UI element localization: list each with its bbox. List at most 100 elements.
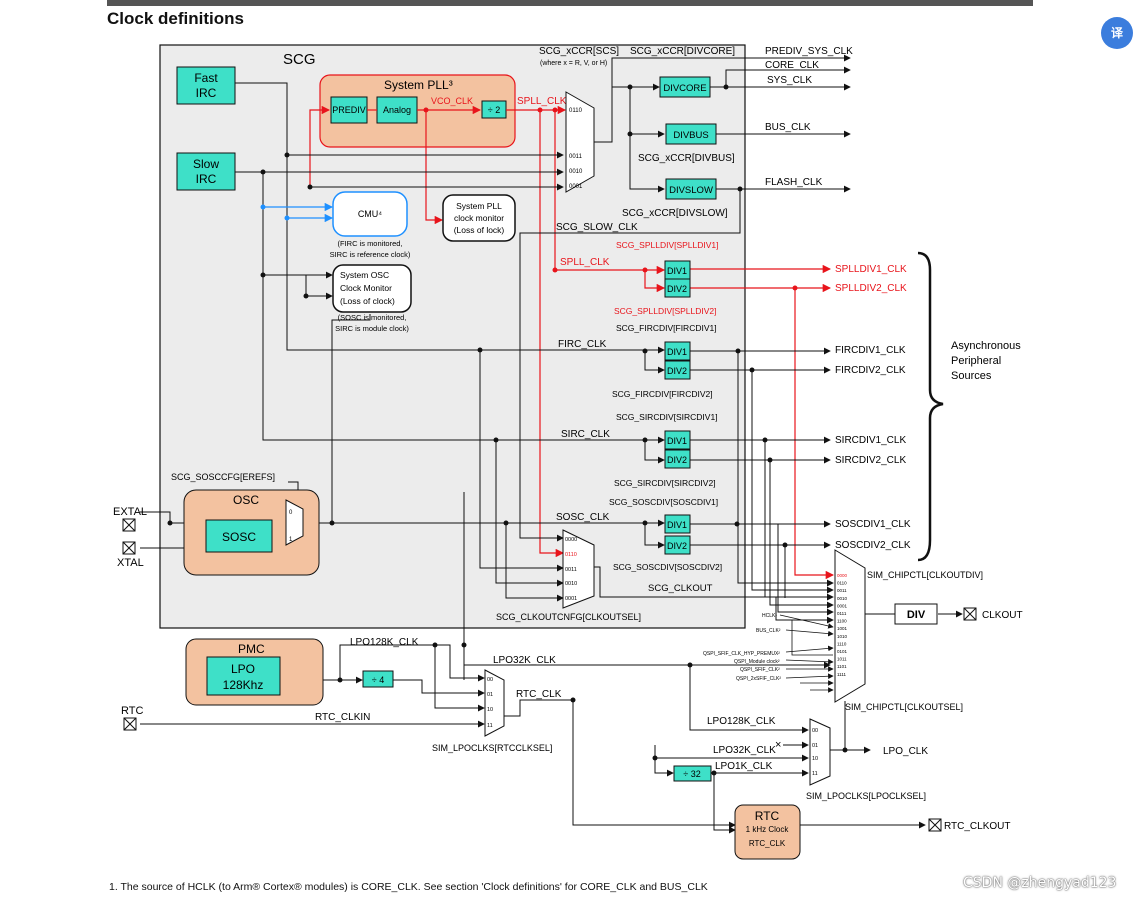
bus-clk-input-label: BUS_CLK² (756, 628, 781, 634)
qspi-input-2: QSPI_Module clock² (734, 659, 780, 665)
pll-monitor-line3: (Loss of lock) (454, 225, 505, 235)
divslow-register-label: SCG_xCCR[DIVSLOW] (622, 208, 728, 219)
osc-title: OSC (233, 493, 259, 507)
svg-text:10: 10 (487, 707, 493, 713)
clkoutsel-register: SIM_CHIPCTL[CLKOUTSEL] (845, 702, 963, 712)
chipctl-input-0001: 0001 (837, 603, 848, 608)
svg-text:0: 0 (289, 510, 293, 516)
divcore-register-label: SCG_xCCR[DIVCORE] (630, 46, 735, 57)
scs-mux-in-0110: 0110 (569, 108, 583, 114)
svg-text:0011: 0011 (565, 567, 577, 573)
rtc-block-line2: RTC_CLK (749, 839, 786, 848)
clkout-pin-label: CLKOUT (982, 610, 1023, 621)
prediv-sys-clk-label: PREDIV_SYS_CLK (765, 46, 853, 57)
divbus-box (665, 123, 717, 145)
scs-register-note: (where x = R, V, or H) (540, 60, 607, 67)
svg-text:0010: 0010 (565, 581, 577, 587)
lpo1k-label: LPO1K_CLK (715, 761, 773, 772)
sosc-clk-label: SOSC_CLK (556, 512, 610, 523)
fast-irc-box (176, 66, 236, 105)
watermark: CSDN @zhengyad123 (963, 875, 1117, 891)
rtc-clkin-label: RTC_CLKIN (315, 712, 370, 723)
analog-label: Analog (383, 105, 411, 115)
lpo-line1: LPO (231, 662, 255, 676)
scg-title: SCG (283, 51, 316, 68)
sosc-box (205, 519, 273, 553)
rtc-clk-label: RTC_CLK (516, 689, 562, 700)
divcore-box (659, 76, 711, 98)
chipctl-input-0000: 0000 (837, 573, 848, 578)
qspi-input-1: QSPI_SFIF_CLK_HYP_PREMUX² (703, 651, 780, 657)
sirc-div2-register: SCG_SIRCDIV[SIRCDIV2] (614, 478, 716, 488)
junction-spll-a (537, 107, 543, 113)
scs-mux (565, 91, 595, 193)
svg-text:1: 1 (289, 537, 293, 543)
pll-div2-label: ÷ 2 (488, 105, 500, 115)
vco-clk-label: VCO_CLK (431, 96, 473, 106)
scs-mux-in-0011: 0011 (569, 154, 583, 160)
svg-text:0000: 0000 (565, 537, 577, 543)
firc-clk-label: FIRC_CLK (558, 339, 607, 350)
firc-div1-register: SCG_FIRCDIV[FIRCDIV1] (616, 323, 717, 333)
firc-div1-box (664, 341, 691, 361)
rtc-block-line1: 1 kHz Clock (746, 825, 790, 834)
div32-box (673, 765, 712, 782)
slow-irc-box (176, 152, 236, 191)
clkout-div-label: DIV (907, 609, 926, 621)
sys-clk-label: SYS_CLK (767, 75, 812, 86)
svg-text:00: 00 (487, 677, 493, 683)
spll-div1-label: DIV1 (667, 266, 687, 276)
osc-monitor-line1: System OSC (340, 270, 389, 280)
cmu-note-2: SIRC is reference clock) (330, 250, 411, 259)
translate-icon[interactable]: 译 (1101, 17, 1133, 49)
sirc-div1-label: DIV1 (667, 436, 687, 446)
chipctl-input-1011: 1011 (837, 657, 847, 662)
osc-mux (285, 499, 304, 546)
junction-spll-b (552, 107, 558, 113)
firc-div2-label: DIV2 (667, 366, 687, 376)
core-clk-label: CORE_CLK (765, 60, 819, 71)
osc-monitor-note-2: SIRC is module clock) (335, 324, 409, 333)
sircdiv2-clk-label: SIRCDIV2_CLK (835, 455, 906, 466)
chipctl-input-0110: 0110 (837, 581, 847, 586)
cmu-box (332, 191, 408, 237)
clkoutdiv-register: SIM_CHIPCTL[CLKOUTDIV] (867, 570, 983, 580)
svg-text:00: 00 (812, 728, 818, 734)
osc-monitor-note-1: (SOSC is monitored, (338, 313, 407, 322)
lpo-box (206, 656, 281, 696)
scs-mux-in-0001: 0001 (569, 184, 583, 190)
divslow-box (665, 178, 717, 200)
firc-div1-label: DIV1 (667, 347, 687, 357)
lposel-register: SIM_LPOCLKS[LPOCLKSEL] (806, 791, 926, 801)
scg-clkout-label: SCG_CLKOUT (648, 583, 713, 594)
div4-label: ÷ 4 (372, 675, 384, 685)
page-top-bar (107, 0, 1033, 6)
bus-clk-label: BUS_CLK (765, 122, 811, 133)
chipctl-input-0101: 0101 (837, 649, 848, 654)
svg-text:01: 01 (812, 743, 818, 749)
scg-clkout-mux (562, 529, 595, 609)
divslow-label: DIVSLOW (669, 185, 713, 196)
xtal-pin (122, 541, 136, 555)
svg-text:11: 11 (812, 771, 818, 777)
chipctl-input-1110: 1110 (837, 641, 847, 646)
sosc-div1-label: DIV1 (667, 520, 687, 530)
cmu-note-1: (FIRC is monitored, (337, 239, 402, 248)
chipctl-input-1001: 1001 (837, 626, 848, 631)
sirc-clk-label: SIRC_CLK (561, 429, 610, 440)
chipctl-input-1101: 1101 (837, 664, 847, 669)
sosc-div2-box (664, 535, 691, 555)
clkout-pin (963, 607, 977, 621)
pll-monitor-box (442, 194, 516, 242)
splldiv1-clk-label: SPLLDIV1_CLK (835, 264, 907, 275)
page-heading: Clock definitions (107, 9, 244, 28)
hclk-input-label: HCLK¹ (762, 613, 777, 619)
lpo-line2: 128Khz (223, 678, 264, 692)
junction-spll-d (642, 267, 648, 273)
rtc-clkout-pin (928, 818, 942, 832)
svg-text:0110: 0110 (565, 552, 577, 558)
splldiv2-register: SCG_SPLLDIV[SPLLDIV2] (614, 306, 717, 316)
sirc-div1-register: SCG_SIRCDIV[SIRCDIV1] (616, 412, 718, 422)
chipctl-input-1100: 1100 (837, 619, 847, 624)
